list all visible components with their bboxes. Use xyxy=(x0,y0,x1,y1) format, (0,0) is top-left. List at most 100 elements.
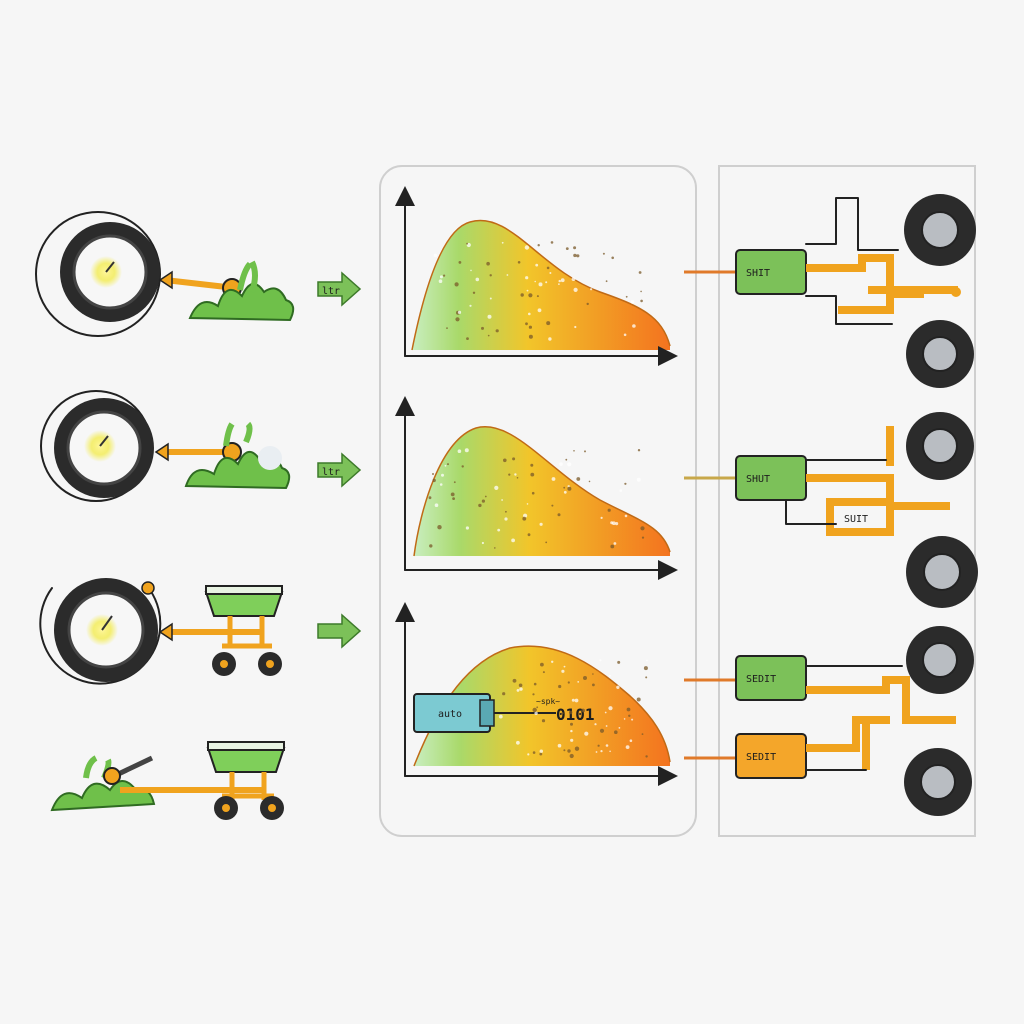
speckle-dot xyxy=(573,253,577,258)
speckle-dot xyxy=(557,743,562,748)
speckle-dot xyxy=(432,473,434,475)
speckle-dot xyxy=(481,326,484,330)
tire-gauge-unit-3 xyxy=(39,578,284,685)
speckle-dot xyxy=(574,746,580,751)
speckle-dot xyxy=(617,660,621,664)
spark-icon xyxy=(141,581,155,595)
arrow-right-icon xyxy=(317,452,362,488)
controller-label-2: SHUT xyxy=(746,474,770,485)
speckle-dot xyxy=(503,458,507,463)
speckle-dot xyxy=(519,687,523,691)
speckle-dot xyxy=(567,486,572,491)
speckle-dot xyxy=(599,728,605,733)
plant-stem-icon xyxy=(237,260,258,293)
speckle-dot xyxy=(586,302,589,306)
mist-icon xyxy=(258,446,282,470)
spreader-frame xyxy=(222,616,272,649)
speckle-dot xyxy=(604,711,607,714)
speckle-dot xyxy=(625,745,630,749)
machine-unit-2: SHUT SUIT xyxy=(684,412,978,608)
plant-spreader-unit-4 xyxy=(50,741,286,820)
plant-icon xyxy=(50,780,156,812)
speckle-dot xyxy=(534,711,538,715)
speckle-dot xyxy=(511,538,515,543)
speckle-dot xyxy=(600,750,603,753)
sensor-box-label: auto xyxy=(438,709,462,720)
speckle-dot xyxy=(616,685,620,689)
speckle-dot xyxy=(469,304,472,307)
speckle-dot xyxy=(608,706,613,711)
speckle-dot xyxy=(541,719,546,723)
speckle-dot xyxy=(428,496,432,500)
speckle-dot xyxy=(641,733,644,735)
shaft-arrow-icon xyxy=(158,622,173,642)
speckle-dot xyxy=(525,276,529,280)
flow-arrow-1: ltr xyxy=(317,271,362,307)
speckle-dot xyxy=(526,503,529,505)
speckle-dot xyxy=(516,689,520,692)
yellow-frame xyxy=(806,426,950,536)
speckle-dot xyxy=(551,477,556,481)
speckle-dot xyxy=(623,333,627,337)
speckle-dot xyxy=(599,659,602,662)
speckle-dot xyxy=(522,516,527,521)
speckle-dot xyxy=(608,674,611,677)
speckle-dot xyxy=(636,477,641,482)
sensor-small-text: ~spk~ xyxy=(536,697,560,706)
speckle-dot xyxy=(443,274,446,277)
speckle-dot xyxy=(576,477,581,481)
outline-ring-1 xyxy=(35,211,161,337)
speckle-dot xyxy=(640,299,643,303)
controller-box-green xyxy=(735,655,807,701)
speckle-dot xyxy=(516,740,520,745)
speckle-dot xyxy=(573,450,575,452)
speckle-dot xyxy=(574,325,577,329)
machines-panel-border xyxy=(718,165,976,837)
speckle-dot xyxy=(549,272,552,274)
speckle-dot xyxy=(636,697,641,702)
speckle-dot xyxy=(592,683,595,687)
hub-icon xyxy=(920,764,956,800)
speckle-dot xyxy=(518,683,523,688)
speckle-dot xyxy=(558,279,561,283)
speckle-dot xyxy=(433,253,438,258)
hub-icon xyxy=(922,428,958,464)
speckle-dot xyxy=(432,478,436,483)
speckle-dot xyxy=(607,508,611,512)
speckle-dot xyxy=(429,544,433,548)
speckle-dot xyxy=(501,241,504,244)
sensor-box: auto 0101 ~spk~ xyxy=(413,693,595,733)
speckle-dot xyxy=(434,503,439,508)
speckle-dot xyxy=(539,749,543,753)
controller-label-3: SEDIT xyxy=(746,674,776,685)
arrow-right-icon xyxy=(317,271,362,307)
speckle-dot xyxy=(536,706,539,709)
speckle-dot xyxy=(637,449,641,452)
curve-chart-3: auto 0101 ~spk~ xyxy=(395,602,678,786)
flow-arrow-3 xyxy=(317,613,362,649)
speckle-dot xyxy=(548,337,552,341)
speckle-dot xyxy=(588,480,591,483)
speckle-dot xyxy=(484,495,487,498)
arrow-label-1: ltr xyxy=(322,286,340,297)
speckle-dot xyxy=(455,317,460,322)
shaft-arrow-icon xyxy=(154,442,169,462)
speckle-dot xyxy=(461,465,464,468)
speckle-dot xyxy=(569,753,574,759)
speckle-dot xyxy=(527,533,531,537)
speckle-dot xyxy=(481,541,484,545)
speckle-dot xyxy=(542,671,545,674)
speckle-dot xyxy=(567,749,571,753)
speckle-dot xyxy=(502,692,506,696)
charts-panel-border xyxy=(379,165,697,837)
gear-icon xyxy=(103,767,121,785)
hub-icon xyxy=(923,553,961,591)
speckle-dot xyxy=(516,477,519,479)
spreader-rim xyxy=(205,585,283,595)
curve-area-3 xyxy=(414,646,670,766)
left-column xyxy=(35,211,295,820)
hub-icon xyxy=(268,804,276,812)
speckle-dot xyxy=(524,245,530,250)
speckle-dot xyxy=(592,673,594,675)
